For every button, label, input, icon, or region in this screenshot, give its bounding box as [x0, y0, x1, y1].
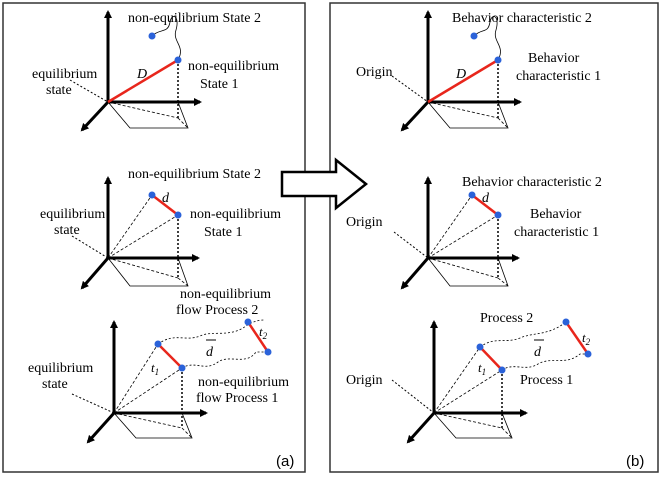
panel-b-bottom-diagram: d t1 t2 Process 2 Process 1 Origin — [346, 311, 592, 444]
origin-pointer — [71, 393, 115, 414]
projection-lines — [427, 60, 509, 129]
distance-label: d — [534, 345, 542, 360]
axes-icon — [400, 176, 520, 290]
origin-pointer — [393, 231, 429, 259]
origin-label-line1: equilibrium — [40, 207, 105, 222]
distance-label: D — [136, 67, 147, 82]
t2-label: t2 — [582, 330, 591, 347]
point2-label: Behavior characteristic 2 — [462, 175, 602, 190]
distance-line — [471, 194, 499, 216]
distance-label: d — [206, 345, 214, 360]
origin-label-line2: state — [46, 83, 72, 98]
origin-label-line2: state — [42, 377, 68, 392]
axes-icon — [80, 176, 200, 290]
origin-label: Origin — [346, 215, 383, 230]
state-point-2 — [148, 191, 156, 199]
distance-label: d — [162, 191, 170, 206]
panel-b-middle-diagram: d Behavior characteristic 2 Behavior cha… — [346, 175, 602, 290]
transition-arrow-icon — [280, 157, 369, 211]
origin-pointer — [391, 75, 429, 103]
projection-lines — [107, 60, 189, 129]
point1-label-line1: non-equilibrium — [190, 207, 281, 222]
process2-path — [157, 319, 265, 345]
process2-point-t2 — [244, 318, 252, 326]
panel-a-frame — [2, 2, 306, 473]
state-point-1 — [494, 211, 502, 219]
process1-label-line2: flow Process 1 — [196, 391, 278, 406]
origin-label-line1: equilibrium — [32, 67, 97, 82]
distance-line-t1 — [157, 343, 183, 369]
projection-lines — [427, 194, 509, 287]
state-point-2 — [470, 32, 478, 40]
process1-path — [501, 353, 588, 371]
panel-b-label: (b) — [626, 453, 644, 470]
point1-label-line2: characteristic 1 — [514, 225, 599, 240]
process1-path — [181, 351, 268, 369]
projection-lines — [113, 343, 193, 439]
distance-line — [427, 58, 499, 104]
axes-icon — [80, 10, 202, 132]
state-point-1 — [494, 56, 502, 64]
projection-lines — [433, 346, 513, 439]
process2-point-t1 — [476, 343, 484, 351]
panel-a-bottom-diagram: d t1 t2 non-equilibrium flow Process 2 n… — [28, 287, 289, 444]
process1-point-t1 — [178, 364, 186, 372]
state-point-1 — [174, 56, 182, 64]
state-path — [151, 16, 181, 61]
point1-label-line2: characteristic 1 — [516, 69, 601, 84]
state-point-2 — [148, 32, 156, 40]
axes-icon — [406, 320, 528, 444]
projection-lines — [107, 194, 189, 287]
point2-label: Behavior characteristic 2 — [452, 11, 592, 26]
process2-point-t1 — [154, 340, 162, 348]
axes-icon — [86, 320, 208, 444]
origin-label-line1: equilibrium — [28, 361, 93, 376]
process1-point-t1 — [498, 366, 506, 374]
distance-line — [107, 58, 179, 104]
process1-label: Process 1 — [520, 373, 573, 388]
point1-label-line1: Behavior — [528, 51, 580, 66]
axes-icon — [400, 10, 522, 132]
distance-line — [151, 194, 179, 216]
distance-label: d — [482, 191, 490, 206]
point2-label: non-equilibrium State 2 — [128, 11, 261, 26]
state-path — [473, 16, 501, 61]
origin-label: Origin — [356, 65, 393, 80]
process2-label-line1: non-equilibrium — [180, 287, 271, 302]
distance-line-t2 — [246, 321, 270, 353]
process2-path — [479, 321, 567, 348]
distance-line-t1 — [479, 346, 503, 371]
origin-label: Origin — [346, 373, 383, 388]
point2-label: non-equilibrium State 2 — [128, 167, 261, 182]
process2-point-t2 — [562, 318, 570, 326]
panel-a-top-diagram: D non-equilibrium State 2 non-equilibriu… — [32, 10, 279, 132]
origin-pointer — [391, 379, 435, 414]
origin-pointer — [69, 79, 109, 103]
origin-pointer — [71, 235, 109, 259]
point1-label-line1: non-equilibrium — [188, 59, 279, 74]
panel-a-label: (a) — [276, 453, 294, 470]
process2-label: Process 2 — [480, 311, 533, 326]
panel-b-top-diagram: D Behavior characteristic 2 Behavior cha… — [356, 10, 601, 132]
point1-label-line1: Behavior — [530, 207, 582, 222]
process1-point-t2 — [264, 348, 272, 356]
t2-label: t2 — [259, 324, 268, 341]
process2-label-line2: flow Process 2 — [176, 303, 258, 318]
state-point-2 — [468, 191, 476, 199]
point1-label-line2: State 1 — [200, 77, 239, 92]
process1-point-t2 — [584, 350, 592, 358]
process1-label-line1: non-equilibrium — [198, 375, 289, 390]
state-point-1 — [174, 211, 182, 219]
distance-line-t2 — [564, 321, 590, 355]
panel-a-middle-diagram: d non-equilibrium State 2 non-equilibriu… — [40, 167, 281, 290]
distance-label: D — [455, 67, 466, 82]
t1-label: t1 — [151, 360, 159, 377]
t1-label: t1 — [478, 360, 486, 377]
origin-label-line2: state — [54, 223, 80, 238]
panel-b-frame — [329, 2, 659, 473]
point1-label-line2: State 1 — [204, 225, 243, 240]
